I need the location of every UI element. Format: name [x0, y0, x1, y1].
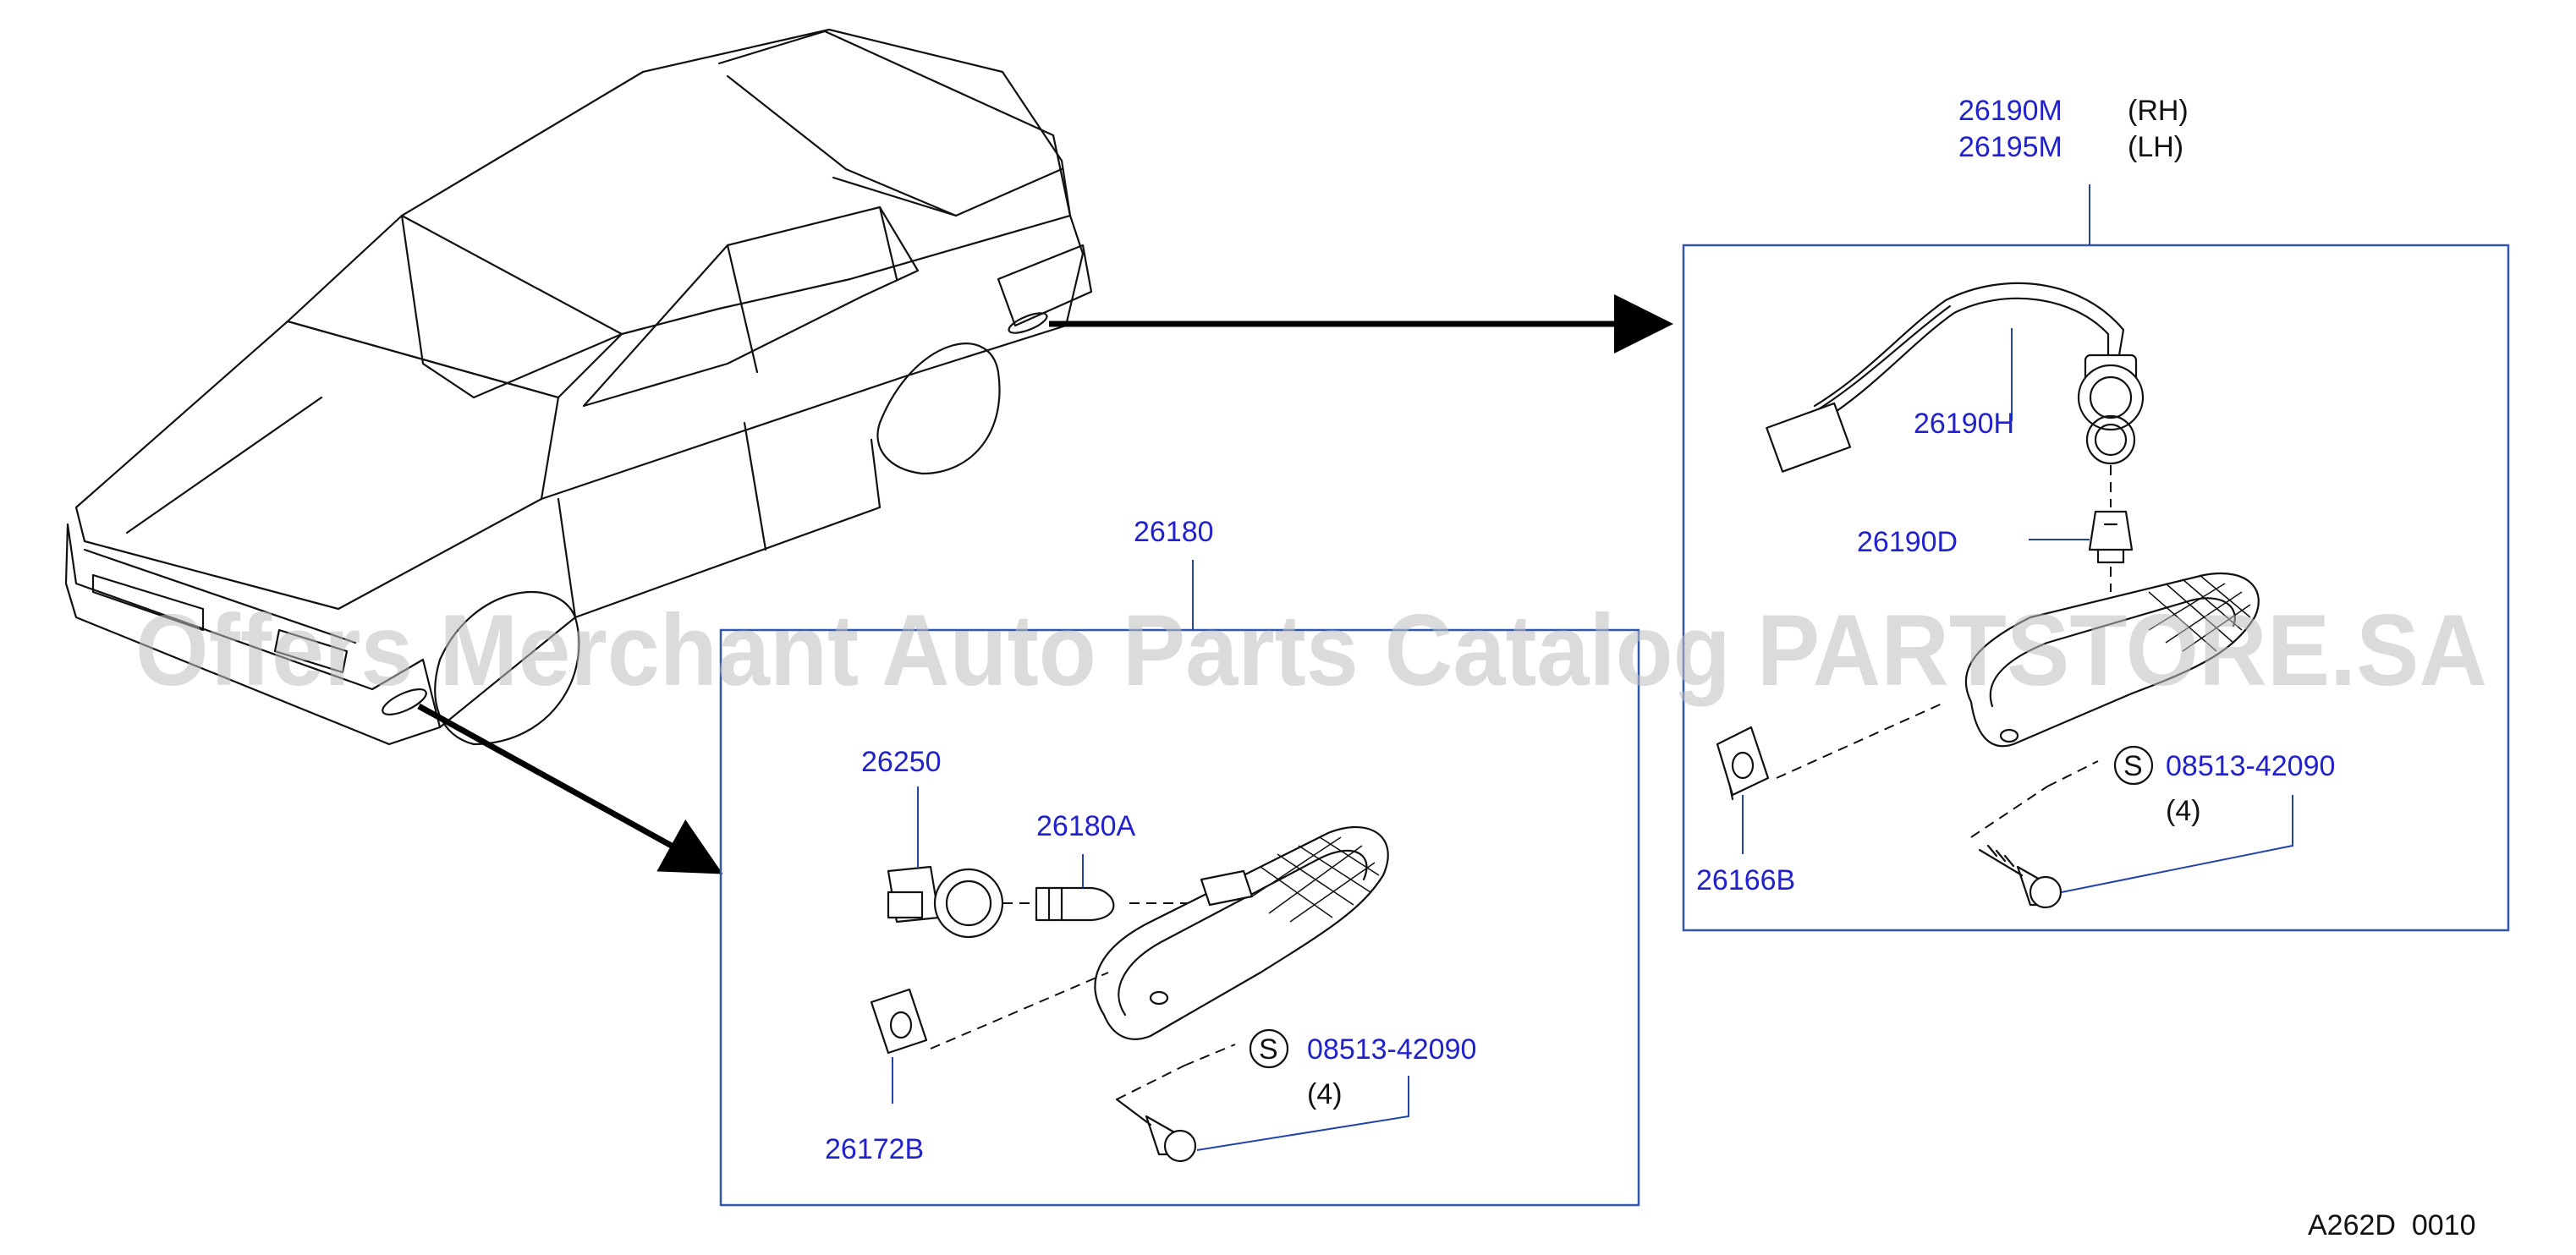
car-illustration	[64, 28, 1093, 746]
front-lamp-frame	[719, 628, 1640, 1207]
part-label-26180a[interactable]: 26180A	[1036, 810, 1136, 842]
watermark-text: Offers Merchant Auto Parts Catalog PARTS…	[135, 594, 2487, 707]
clip-icon	[1716, 726, 1770, 801]
screw-symbol-front: S	[1259, 1033, 1278, 1066]
front-lamp-group	[719, 560, 1640, 1207]
bulb-icon	[1035, 886, 1115, 922]
screw-icon	[1978, 844, 2062, 909]
part-label-08513-42090-rear[interactable]: 08513-42090	[2166, 750, 2335, 782]
s-symbol-front	[1249, 1028, 1289, 1069]
screw-qty-front: (4)	[1307, 1078, 1343, 1110]
side-label-rh: (RH)	[2128, 95, 2189, 127]
side-label-lh: (LH)	[2128, 131, 2183, 163]
part-label-26190h[interactable]: 26190H	[1914, 408, 2014, 440]
part-label-26180[interactable]: 26180	[1134, 516, 1214, 548]
part-label-26250[interactable]: 26250	[861, 746, 942, 778]
bulb-icon	[2088, 510, 2134, 564]
harness-icon	[1766, 282, 2145, 473]
s-symbol-rear	[2113, 745, 2154, 786]
part-label-08513-42090-front[interactable]: 08513-42090	[1307, 1033, 1476, 1066]
rear-lamp-group	[1682, 184, 2510, 932]
screw-icon	[1115, 1098, 1197, 1163]
screw-symbol-rear: S	[2123, 750, 2143, 782]
arrow-to-front-lamp	[417, 703, 723, 874]
part-label-26166b[interactable]: 26166B	[1696, 864, 1795, 896]
part-label-26172b[interactable]: 26172B	[825, 1133, 924, 1165]
part-label-26195m[interactable]: 26195M	[1958, 131, 2062, 163]
socket-icon	[887, 865, 1004, 939]
front-side-marker-lamp	[1094, 825, 1389, 1040]
diagram-code: A262D 0010	[2308, 1209, 2476, 1241]
rear-side-marker-lamp	[1964, 573, 2260, 748]
screw-qty-rear: (4)	[2166, 795, 2201, 827]
rear-lamp-frame	[1682, 244, 2510, 932]
part-label-26190m[interactable]: 26190M	[1958, 95, 2062, 127]
clip-icon	[870, 988, 928, 1055]
part-label-26190d[interactable]: 26190D	[1857, 526, 1958, 558]
